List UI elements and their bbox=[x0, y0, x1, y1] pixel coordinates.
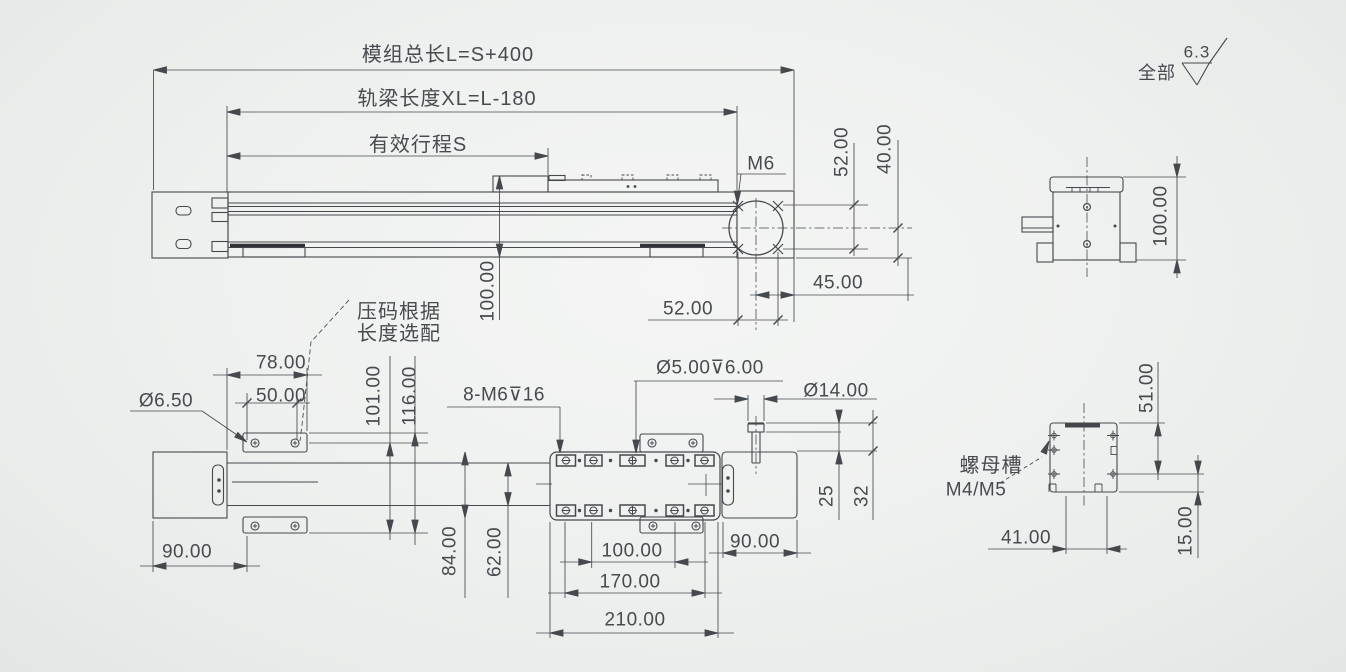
dim-101-label: 101.00 bbox=[363, 365, 385, 427]
dim-62-label: 62.00 bbox=[484, 526, 506, 578]
section-view bbox=[1048, 403, 1119, 507]
dim-78-label: 78.00 bbox=[255, 352, 307, 374]
carriage-length-dim-label: 210.00 bbox=[604, 609, 666, 631]
stroke-dim-label: 有效行程S bbox=[368, 134, 468, 156]
dim-32-label: 32 bbox=[851, 484, 873, 508]
plan-view-dimensions bbox=[130, 299, 879, 638]
clamp-screws bbox=[250, 438, 701, 531]
total-length-dim-label: 模组总长L=S+400 bbox=[361, 44, 535, 66]
rail-length-dim-label: 轨梁长度XL=L-180 bbox=[357, 88, 537, 110]
dim-52-horizontal-label: 52.00 bbox=[662, 298, 714, 320]
section-view-dimensions bbox=[988, 362, 1204, 558]
front-view-body bbox=[151, 174, 912, 330]
clamp-note-line2: 长度选配 bbox=[357, 323, 441, 345]
dim-45-label: 45.00 bbox=[812, 272, 864, 294]
surface-roughness-icon bbox=[1181, 37, 1228, 86]
body-height-dim-label: 100.00 bbox=[477, 260, 499, 322]
end-view-top-dimensions bbox=[1123, 156, 1186, 278]
nut-slot-note-line2: M4/M5 bbox=[945, 479, 1007, 501]
screw-span-outer-label: 170.00 bbox=[599, 571, 661, 593]
dim-52-vertical-label: 52.00 bbox=[831, 126, 853, 178]
nut-slot-marks bbox=[1048, 430, 1119, 479]
roughness-value-label: 6.3 bbox=[1183, 42, 1211, 62]
right-block-dim-label: 90.00 bbox=[729, 531, 781, 553]
plan-view-body bbox=[152, 416, 798, 534]
carriage-slots bbox=[555, 454, 715, 517]
dim-40-vertical-label: 40.00 bbox=[874, 123, 896, 175]
dim-51-label: 51.00 bbox=[1136, 362, 1158, 414]
clamp-note-line1: 压码根据 bbox=[357, 301, 441, 323]
m6-thread-label: M6 bbox=[747, 153, 775, 175]
dim-15-label: 15.00 bbox=[1175, 505, 1197, 557]
nut-slot-note-line1: 螺母槽 bbox=[959, 455, 1023, 477]
dim-25-label: 25 bbox=[816, 484, 838, 508]
dim-116-label: 116.00 bbox=[399, 366, 421, 426]
clamp-hole-dia-label: Ø6.50 bbox=[138, 390, 194, 412]
left-block-dim-label: 90.00 bbox=[161, 541, 213, 563]
dim-50-label: 50.00 bbox=[255, 385, 307, 407]
end-view-height-dim-label: 100.00 bbox=[1150, 185, 1172, 247]
shaft-dia-label: Ø14.00 bbox=[803, 380, 869, 402]
pin-callout-label: Ø5.00⊽6.00 bbox=[656, 357, 764, 379]
screw-span-inner-label: 100.00 bbox=[601, 540, 663, 562]
thread-callout-label: 8-M6⊽16 bbox=[463, 384, 545, 406]
front-view-dimensions bbox=[153, 66, 914, 326]
dim-84-label: 84.00 bbox=[439, 525, 461, 577]
dim-41-label: 41.00 bbox=[1000, 527, 1052, 549]
roughness-scope-label: 全部 bbox=[1138, 63, 1176, 83]
end-view-top bbox=[1021, 157, 1137, 277]
